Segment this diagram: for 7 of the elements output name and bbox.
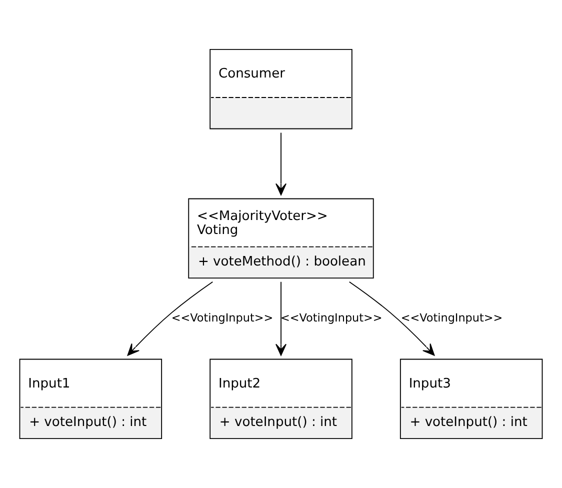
edge-label: <<VotingInput>> xyxy=(280,312,382,325)
edge-label: <<VotingInput>> xyxy=(400,312,503,325)
arrow xyxy=(276,281,286,356)
edge-label: <<VotingInput>> xyxy=(171,312,274,325)
arrow xyxy=(127,281,214,356)
arrow xyxy=(276,132,286,196)
arrow xyxy=(348,281,435,356)
